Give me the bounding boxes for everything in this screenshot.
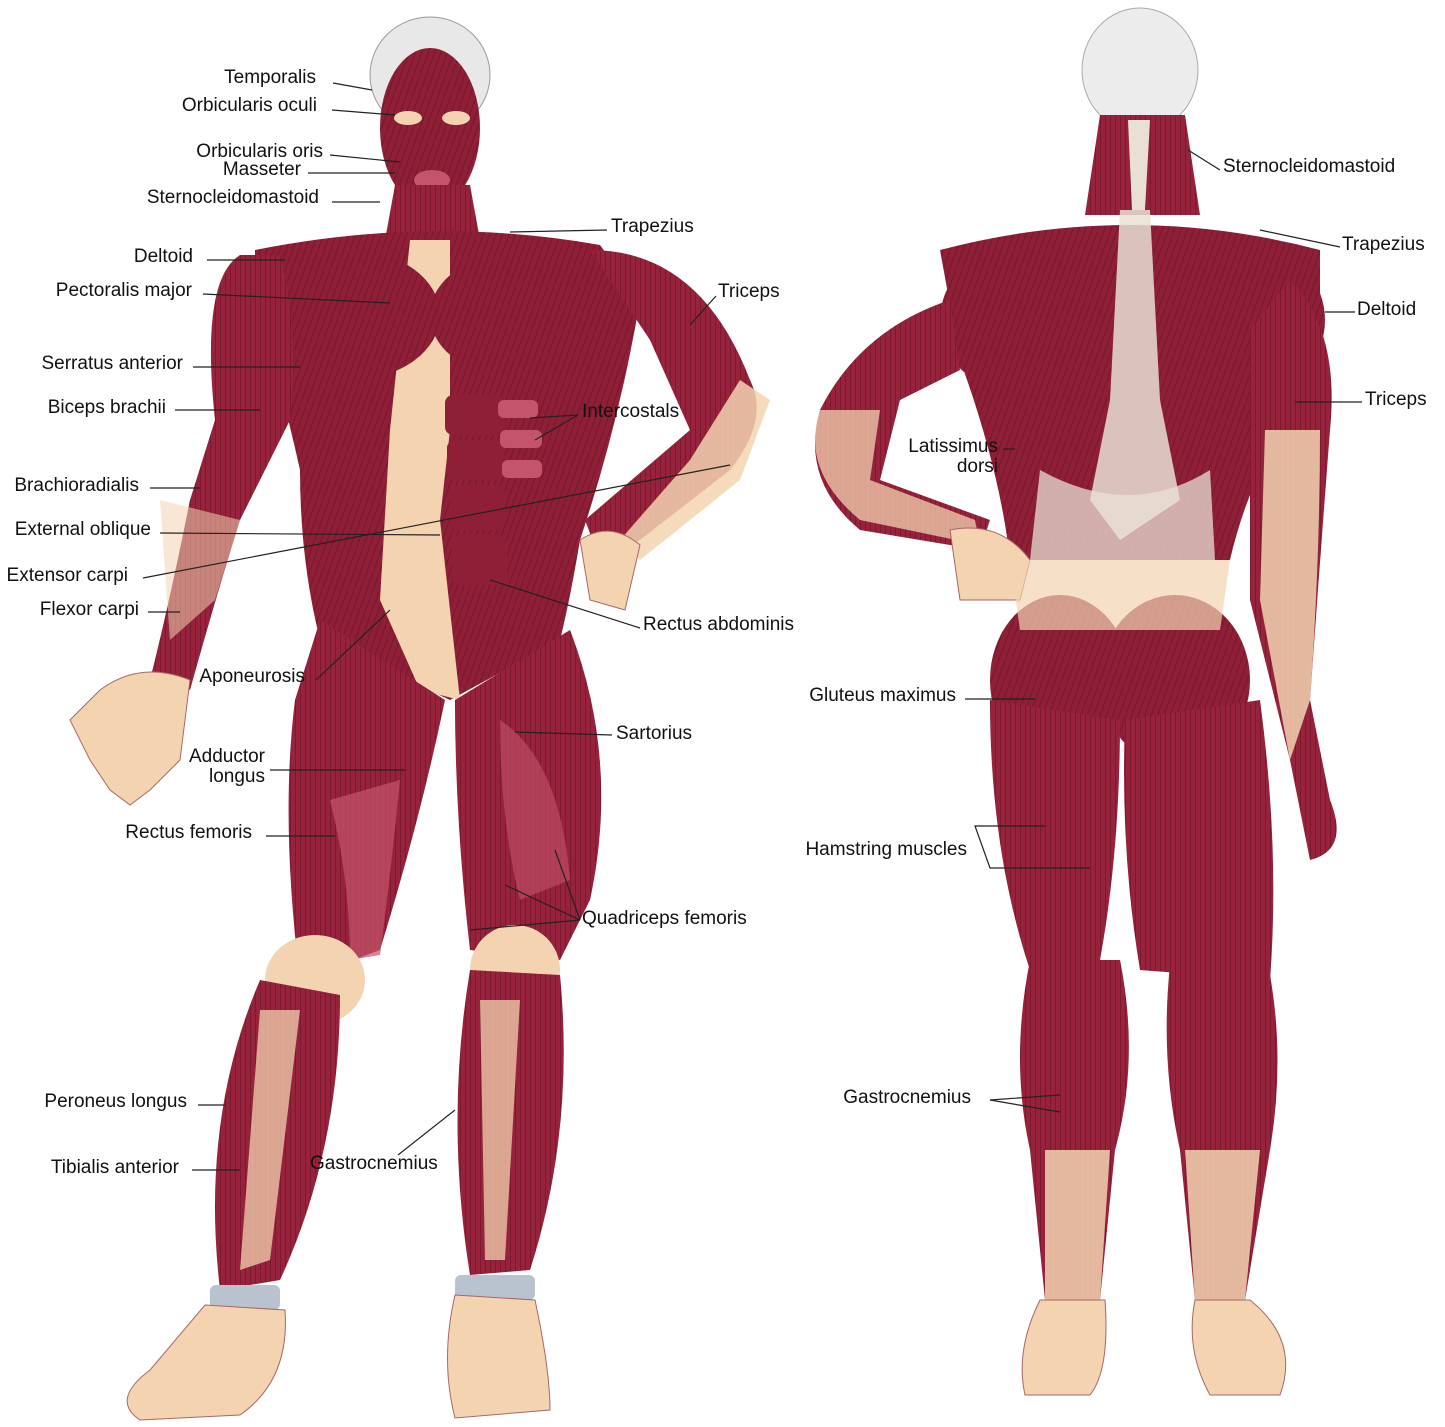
label-serratus-anterior: Serratus anterior [41,354,183,374]
label-trapezius-back: Trapezius [1342,235,1425,255]
back-left-thigh [990,700,1120,970]
label-gluteus-maximus: Gluteus maximus [809,686,956,706]
label-temporalis: Temporalis [224,68,316,88]
front-right-foot [448,1295,551,1418]
label-rectus-abdominis: Rectus abdominis [643,615,794,635]
label-peroneus-longus: Peroneus longus [44,1092,187,1112]
label-adductor-longus: Adductor longus [189,747,265,787]
label-external-oblique: External oblique [15,520,151,540]
label-latissimus-dorsi: Latissimus dorsi [908,437,998,477]
label-sternocleidomastoid-back: Sternocleidomastoid [1223,157,1395,177]
label-triceps: Triceps [718,282,780,302]
label-biceps-brachii: Biceps brachii [48,398,166,418]
label-gastrocnemius-back: Gastrocnemius [843,1088,971,1108]
back-left-foot [1022,1300,1106,1395]
label-aponeurosis: Aponeurosis [199,667,305,687]
front-left-hand [70,672,190,805]
label-sternocleidomastoid: Sternocleidomastoid [147,188,319,208]
label-orbicularis-oculi: Orbicularis oculi [182,96,317,116]
front-left-foot [127,1305,285,1420]
label-flexor-carpi: Flexor carpi [40,600,139,620]
label-triceps-back: Triceps [1365,390,1427,410]
label-rectus-femoris: Rectus femoris [125,823,252,843]
back-right-thigh [1124,700,1273,980]
back-hair [1082,8,1198,132]
label-hamstring-muscles: Hamstring muscles [805,840,967,860]
label-quadriceps-femoris: Quadriceps femoris [582,909,747,929]
label-pectoralis-major: Pectoralis major [56,281,192,301]
label-gastrocnemius-front: Gastrocnemius [310,1154,438,1174]
label-intercostals: Intercostals [582,402,679,422]
label-tibialis-anterior: Tibialis anterior [51,1158,179,1178]
label-sartorius: Sartorius [616,724,692,744]
label-trapezius: Trapezius [611,217,694,237]
label-deltoid: Deltoid [134,247,193,267]
label-masseter: Masseter [223,160,301,180]
back-right-foot [1192,1300,1286,1395]
label-deltoid-back: Deltoid [1357,300,1416,320]
label-extensor-carpi: Extensor carpi [7,566,128,586]
label-brachioradialis: Brachioradialis [14,476,139,496]
